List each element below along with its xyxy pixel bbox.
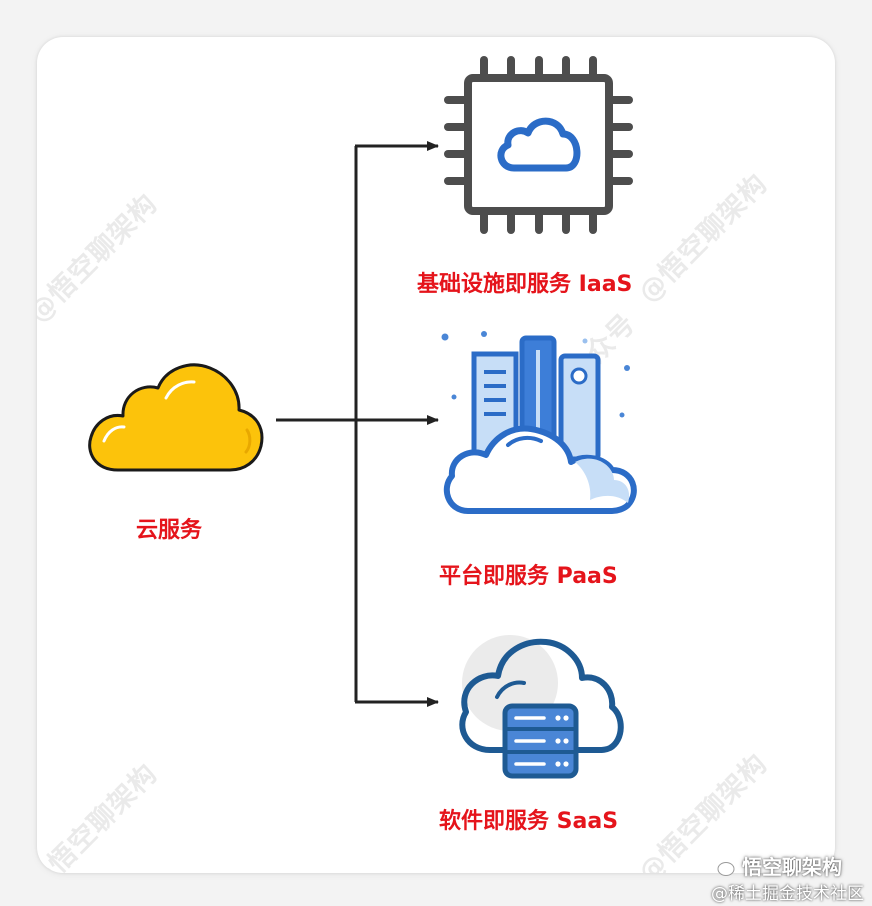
city-cloud-icon	[441, 331, 637, 514]
connector-lines	[276, 141, 439, 707]
paas-label: 平台即服务 PaaS	[439, 564, 618, 589]
cloud-icon	[88, 363, 264, 472]
cpu-chip-icon	[444, 56, 633, 234]
footer-brand: 悟空聊架构	[706, 851, 842, 880]
wechat-icon	[706, 854, 735, 876]
root-label: 云服务	[136, 518, 203, 543]
saas-label: 软件即服务 SaaS	[439, 809, 619, 834]
footer-site: @稀土掘金技术社区	[711, 884, 864, 904]
server-cloud-icon	[459, 635, 624, 779]
cloud-icon	[497, 117, 581, 172]
footer-brand-text: 悟空聊架构	[742, 855, 842, 879]
iaas-label: 基础设施即服务 IaaS	[417, 272, 633, 297]
